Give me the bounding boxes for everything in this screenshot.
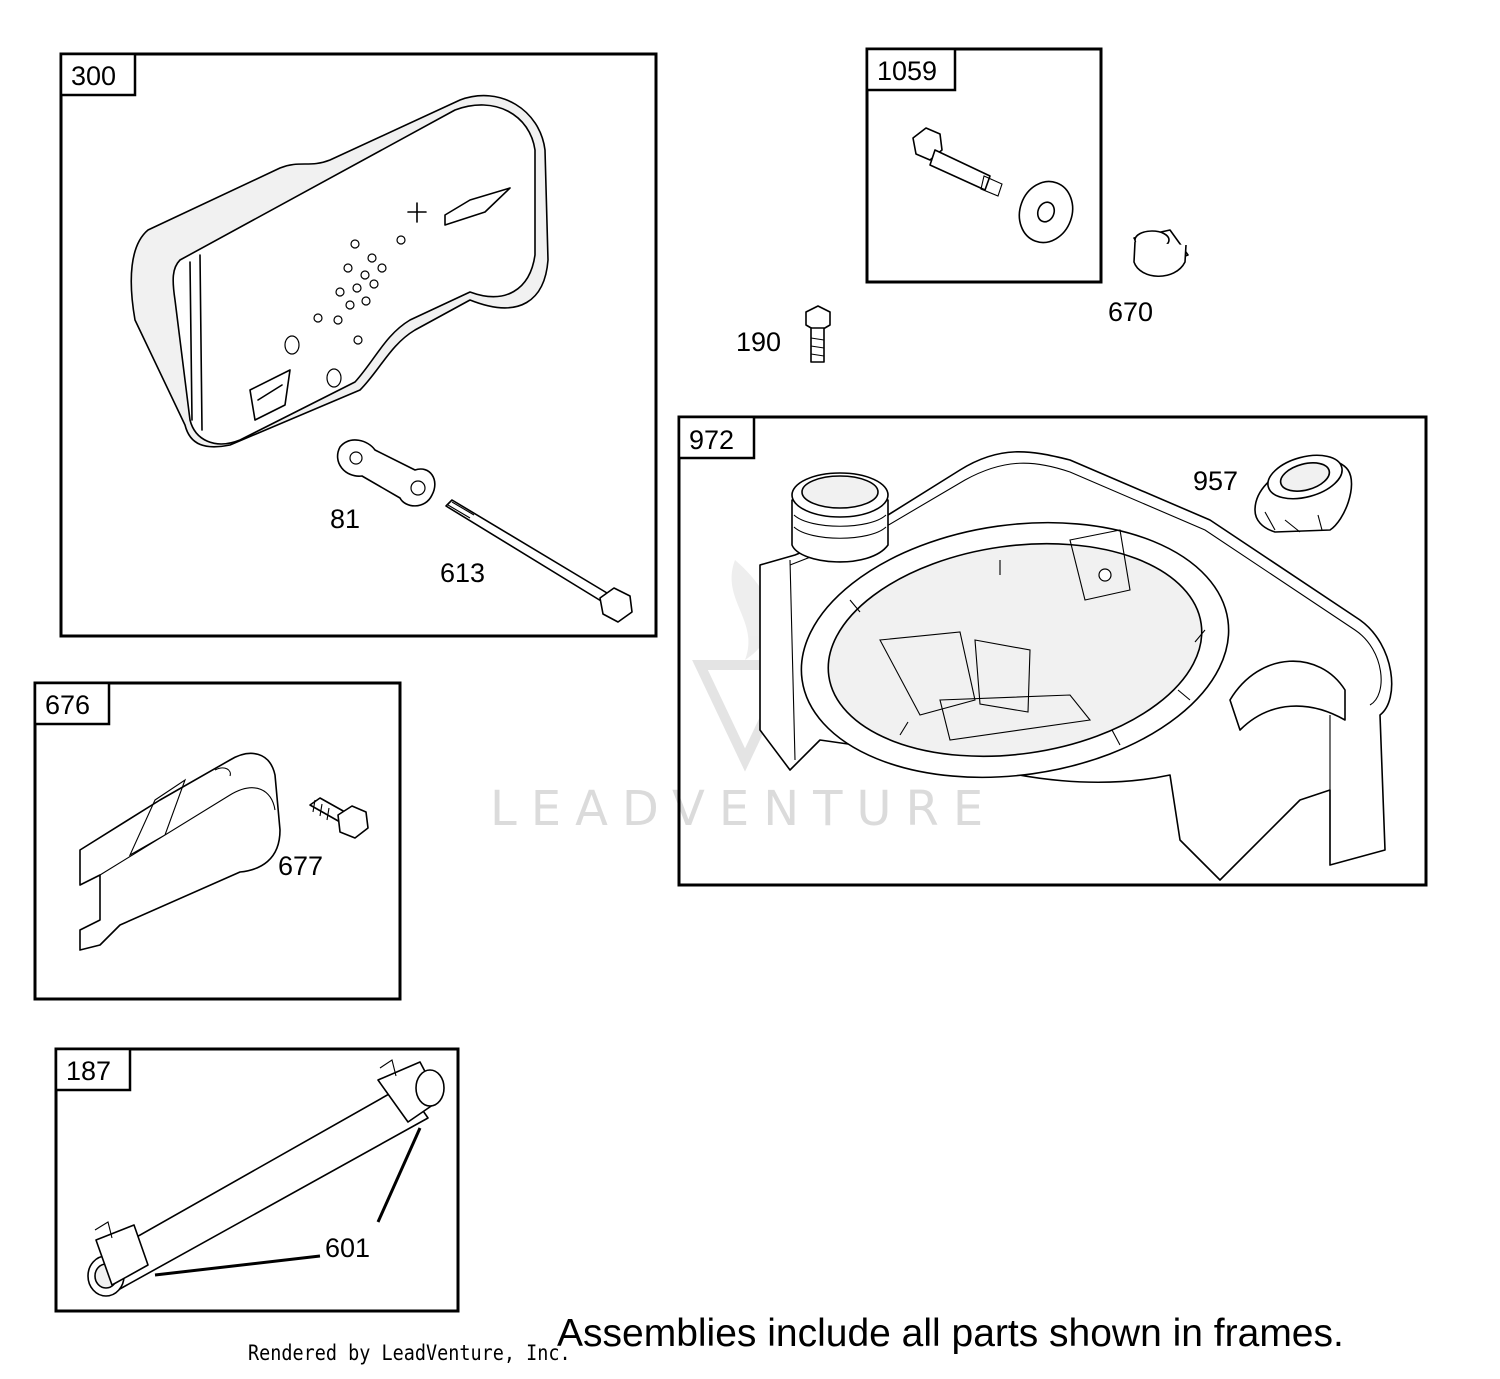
assemblies-note: Assemblies include all parts shown in fr…	[557, 1312, 1344, 1355]
callout-957: 957	[1193, 466, 1238, 496]
callout-190: 190	[736, 327, 781, 357]
frame-300-tag-box	[59, 52, 137, 97]
frame-972[interactable]: 972	[677, 415, 1428, 887]
part-1059-bolt[interactable]	[912, 127, 1003, 197]
leader-601-top	[376, 1127, 422, 1223]
frame-676-border	[33, 681, 402, 1001]
part-1059-washer[interactable]	[1011, 174, 1081, 250]
frame-1059[interactable]: 1059	[865, 47, 1103, 284]
callout-81: 81	[330, 504, 360, 534]
fuel-tank-part[interactable]	[759, 451, 1393, 881]
frame-300-tag: 300	[71, 61, 116, 91]
frame-972-border	[677, 415, 1428, 887]
part-613-screw[interactable]	[445, 499, 633, 623]
part-190-bolt[interactable]	[805, 305, 831, 363]
frame-1059-border	[865, 47, 1103, 284]
watermark-text: LEADVENTURE	[490, 781, 997, 837]
leadventure-watermark: LEADVENTURE	[490, 560, 997, 837]
frame-1059-tag: 1059	[877, 56, 937, 86]
muffler-part[interactable]	[130, 94, 549, 448]
part-81-bracket[interactable]	[336, 439, 436, 507]
rendered-by-text: Rendered by LeadVenture, Inc.	[248, 1341, 571, 1365]
frame-300-border	[59, 52, 658, 638]
part-187-fuel-line[interactable]	[87, 1059, 445, 1297]
part-677-screw[interactable]	[309, 797, 369, 839]
callout-613: 613	[440, 558, 485, 588]
frame-1059-tag-box	[865, 47, 957, 92]
frame-187-tag-box	[54, 1047, 132, 1092]
frame-187-tag: 187	[66, 1056, 111, 1086]
callout-677: 677	[278, 851, 323, 881]
part-676-guard[interactable]	[79, 752, 281, 951]
frame-676-tag-box	[33, 681, 111, 726]
part-670-spacer[interactable]	[1133, 229, 1189, 277]
frame-972-tag: 972	[689, 425, 734, 455]
frame-676[interactable]: 676 677	[33, 681, 402, 1001]
frame-187[interactable]: 187 601	[54, 1047, 460, 1313]
callout-601: 601	[325, 1233, 370, 1263]
frame-187-border	[54, 1047, 460, 1313]
frame-676-tag: 676	[45, 690, 90, 720]
frame-972-tag-box	[677, 415, 756, 460]
callout-670: 670	[1108, 297, 1153, 327]
leader-601-bottom	[154, 1254, 321, 1277]
part-957-fuel-cap[interactable]	[1254, 448, 1353, 533]
frame-300[interactable]: 300	[59, 52, 658, 638]
